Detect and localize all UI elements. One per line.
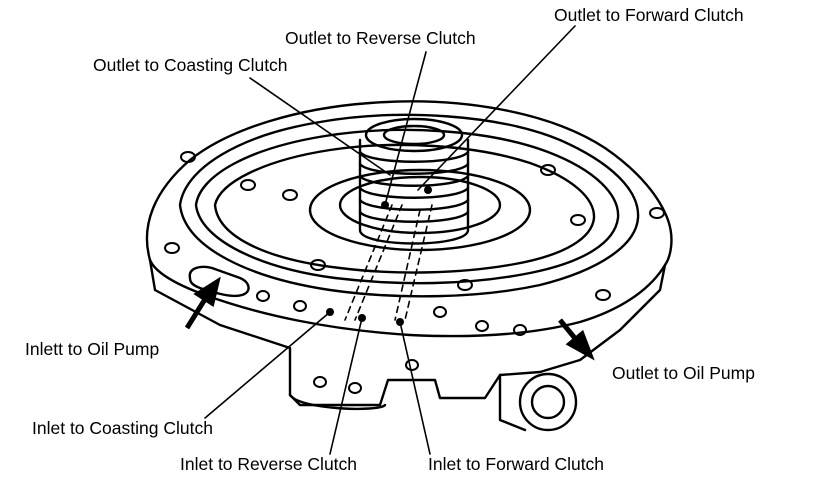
bolt-holes	[164, 151, 665, 394]
flow-arrows	[184, 276, 595, 361]
label-outlet-forward-clutch: Outlet to Forward Clutch	[554, 5, 744, 25]
label-inlet-reverse-clutch: Inlet to Reverse Clutch	[180, 454, 358, 474]
hub-ring	[308, 168, 532, 252]
port-coasting-inlet	[326, 308, 334, 316]
port-coasting-outlet	[381, 201, 389, 209]
label-outlet-oil-pump: Outlet to Oil Pump	[612, 363, 755, 383]
label-outlet-coasting-clutch: Outlet to Coasting Clutch	[93, 55, 288, 75]
label-inlet-forward-clutch: Inlet to Forward Clutch	[428, 454, 605, 474]
inlet-slot	[188, 265, 250, 298]
port-reverse-inlet	[358, 314, 366, 322]
stator-shaft	[358, 138, 470, 245]
label-inlet-oil-pump: Inlett to Oil Pump	[25, 339, 160, 359]
inlet-arrow	[184, 294, 210, 330]
outer-flange	[145, 100, 673, 338]
label-inlet-coasting-clutch: Inlet to Coasting Clutch	[32, 418, 213, 438]
outlet-boss	[518, 372, 578, 432]
port-forward-outlet	[424, 186, 432, 194]
label-outlet-reverse-clutch: Outlet to Reverse Clutch	[285, 28, 476, 48]
outer-rim	[178, 113, 640, 298]
pump-body-skirt	[148, 258, 667, 407]
port-forward-inlet	[396, 318, 404, 326]
inner-rim	[194, 128, 620, 285]
